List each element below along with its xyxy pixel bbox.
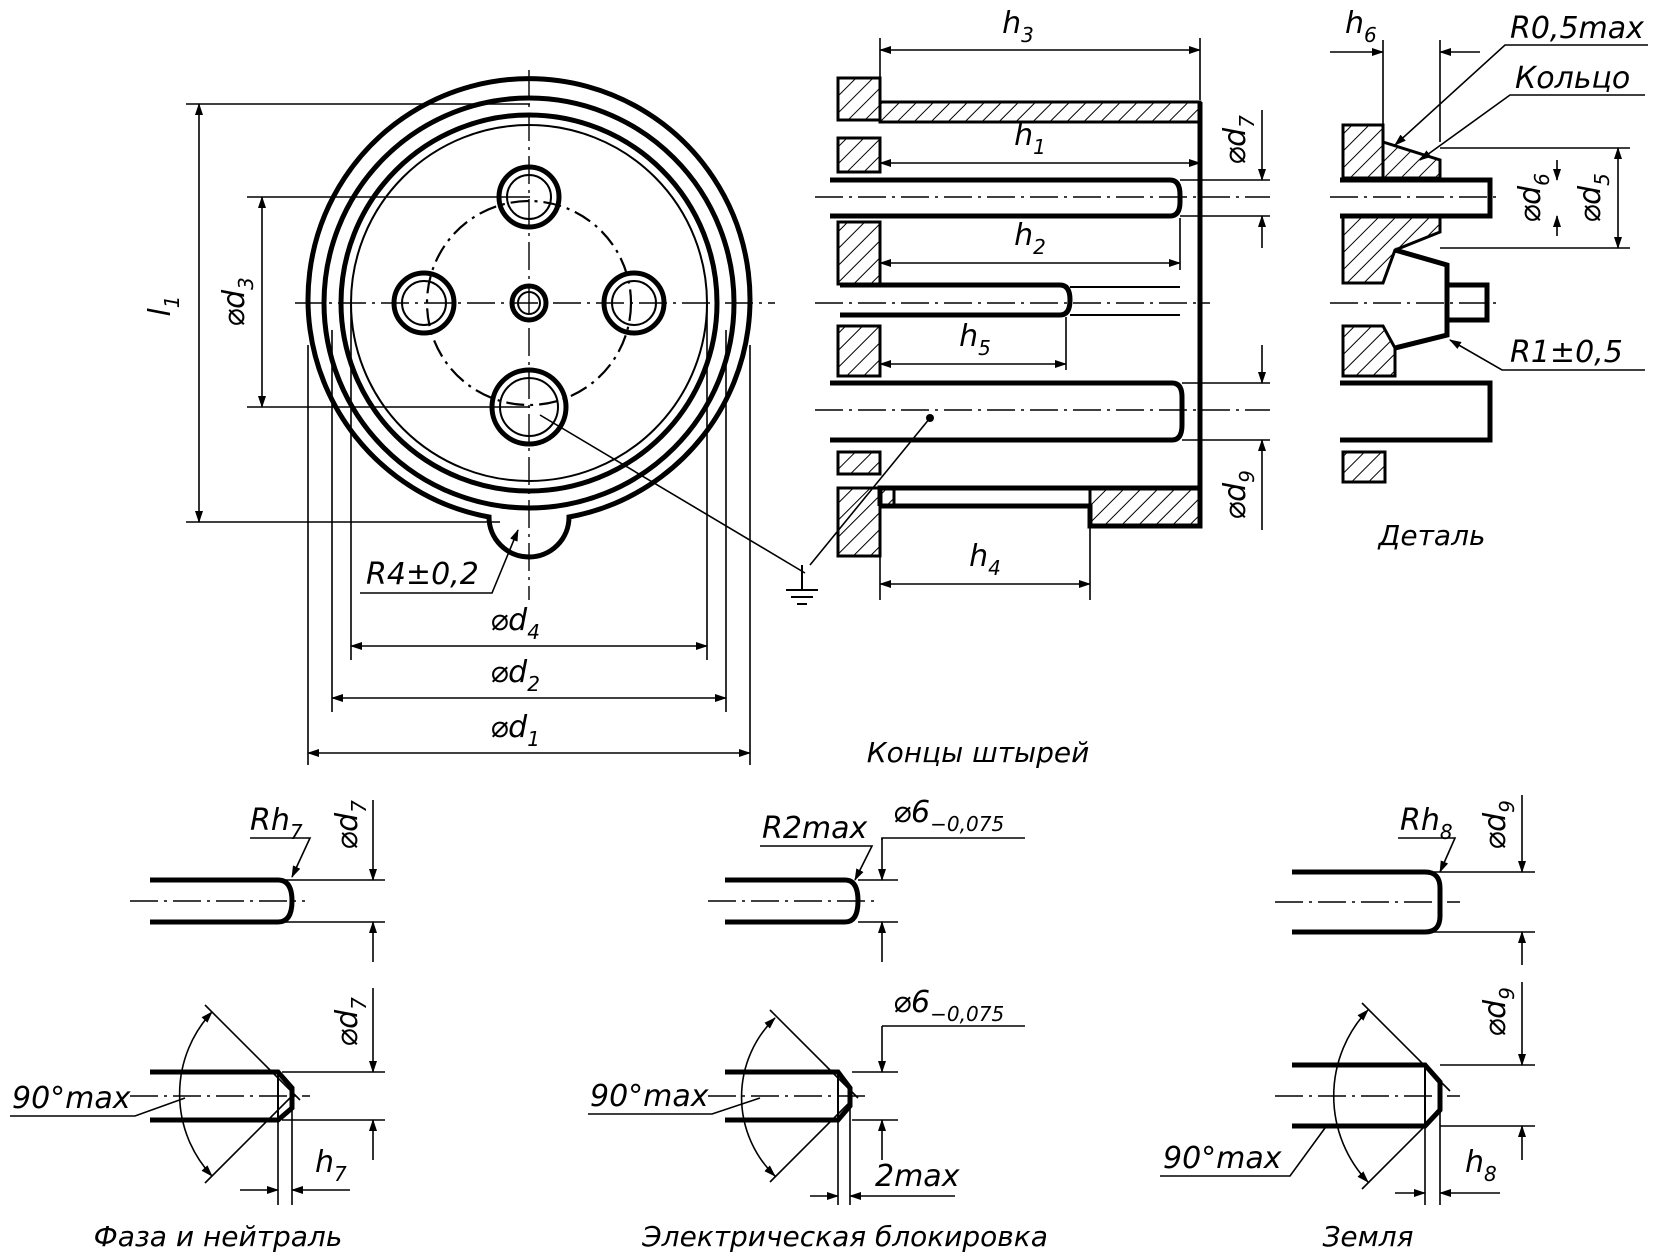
h8-label: h8 — [1465, 1145, 1497, 1186]
r1-label: R1±0,5 — [1510, 335, 1623, 370]
h6-label: h6 — [1345, 6, 1377, 47]
interlock-rounded: ⌀6−0,075 R2max — [708, 795, 1025, 962]
phase-90max-label: 90°max — [12, 1081, 131, 1116]
flange-top — [836, 76, 882, 122]
interlock-angle-line-2 — [769, 1101, 851, 1183]
l1-label: l1 — [143, 295, 184, 316]
detail-view: h6 R0,5max Кольцо ⌀d6 ⌀d5 R1±0,5 Деталь — [1330, 6, 1648, 552]
earth-angle-line-2 — [1361, 1110, 1441, 1190]
earth-angle-line-1 — [1361, 1002, 1451, 1092]
interlock-phi6-leader-1 — [881, 837, 1025, 840]
earth-rounded-d9-label: ⌀d9 — [1478, 800, 1519, 850]
earth-caption: Земля — [1322, 1220, 1413, 1253]
r05-label: R0,5max — [1510, 11, 1644, 46]
earth-rounded: ⌀d9 Rh8 — [1275, 795, 1535, 965]
pin-ends-caption: Концы штырей — [867, 736, 1090, 769]
h7-label: h7 — [315, 1145, 347, 1186]
flange-seg-4 — [836, 450, 882, 476]
h2-label: h2 — [1014, 218, 1046, 259]
r1-leader — [1449, 339, 1645, 371]
r4-label: R4±0,2 — [366, 557, 479, 592]
h5-label: h5 — [959, 319, 991, 360]
d5-label: ⌀d5 — [1573, 173, 1614, 223]
earth-90max-label: 90°max — [1163, 1141, 1282, 1176]
detail-hatch-3 — [1341, 324, 1397, 378]
rh8-label: Rh8 — [1400, 803, 1453, 844]
interlock-90-leader — [588, 1097, 761, 1115]
phase-rounded-d7-label: ⌀d7 — [330, 800, 371, 850]
phase-neutral-caption: Фаза и нейтраль — [94, 1220, 343, 1253]
h3-label: h3 — [1002, 6, 1034, 47]
r4-leader — [360, 529, 519, 594]
interlock-90max-label: 90°max — [590, 1079, 709, 1114]
detail-pin-earth — [1340, 380, 1493, 443]
interlock-pin-chamfer — [725, 1069, 853, 1123]
d1-label: ⌀d1 — [490, 710, 540, 751]
detail-hatch-1 — [1341, 123, 1385, 180]
ring-label: Кольцо — [1515, 61, 1630, 96]
front-view: l1 ⌀d3 ⌀d4 ⌀d2 ⌀d1 R4±0,2 — [143, 70, 818, 765]
h1-label: h1 — [1014, 118, 1046, 159]
interlock-angle-line-1 — [769, 1009, 859, 1099]
d6-label: ⌀d6 — [1513, 173, 1554, 223]
phase-90-leader — [10, 1097, 186, 1117]
detail-hatch-4 — [1341, 450, 1387, 484]
top-wall — [878, 100, 1202, 124]
phase-angle-line-2 — [204, 1097, 291, 1184]
earth-chamfer: 90°max ⌀d9 h8 Земля — [1160, 982, 1535, 1253]
earth-symbol-icon — [786, 565, 818, 605]
phase-angle-arc — [178, 1011, 213, 1177]
detail-caption: Деталь — [1377, 519, 1486, 552]
flange-seg-1 — [836, 136, 882, 174]
detail-hatch-2 — [1341, 214, 1442, 285]
outer-body-outline — [305, 76, 753, 560]
earth-angle-arc — [1332, 1009, 1369, 1183]
rh8-leader — [1398, 837, 1457, 873]
interlock-angle-arc — [740, 1017, 776, 1177]
flange-seg-3 — [836, 324, 882, 378]
ring-section — [1381, 139, 1442, 180]
2max-label: 2max — [875, 1159, 960, 1194]
pin-earth — [830, 380, 1185, 443]
r2max-label: R2max — [762, 811, 868, 846]
phase-neutral-chamfer: 90°max ⌀d7 h7 Фаза и нейтраль — [10, 988, 385, 1253]
phase-neutral-rounded: ⌀d7 Rh7 — [130, 800, 385, 962]
d9-section-label: ⌀d9 — [1218, 470, 1259, 520]
h4-label: h4 — [969, 539, 1001, 580]
earth-90-leader — [1160, 1127, 1326, 1177]
d4-label: ⌀d4 — [490, 603, 540, 644]
detail-pin-top — [1340, 177, 1493, 219]
earth-chamfer-d9-label: ⌀d9 — [1478, 987, 1519, 1037]
earth-leader-dot — [926, 414, 934, 422]
ring-leader — [1419, 94, 1645, 161]
section-view: h3 h1 h2 h5 h4 ⌀d7 ⌀d9 — [809, 6, 1270, 600]
phase-chamfer-d7-label: ⌀d7 — [330, 997, 371, 1047]
r2max-leader — [760, 845, 874, 881]
d3-label: ⌀d3 — [217, 277, 258, 327]
bottom-wall-right — [1088, 486, 1202, 528]
rh7-label: Rh7 — [250, 803, 303, 844]
interlock-caption: Электрическая блокировка — [641, 1220, 1048, 1253]
d2-label: ⌀d2 — [490, 655, 540, 696]
r05-leader — [1394, 44, 1648, 146]
flange-seg-2 — [836, 220, 882, 286]
phase-pin-chamfer — [150, 1069, 295, 1123]
pin-middle — [840, 282, 1073, 318]
pin-top — [830, 177, 1183, 219]
phase-angle-line-1 — [204, 1004, 301, 1101]
rh7-leader — [250, 837, 312, 878]
cone-recess — [1394, 247, 1450, 351]
earth-leader-section — [809, 417, 931, 566]
interlock-chamfer: 90°max ⌀6−0,075 2max Электрическая блоки… — [588, 985, 1048, 1253]
d7-section-label: ⌀d7 — [1218, 115, 1259, 165]
interlock-phi6-label-2: ⌀6−0,075 — [893, 985, 1004, 1026]
interlock-phi6-label-1: ⌀6−0,075 — [893, 795, 1004, 836]
earth-leader-front — [539, 414, 806, 574]
phase-pin-rounded — [150, 877, 295, 925]
